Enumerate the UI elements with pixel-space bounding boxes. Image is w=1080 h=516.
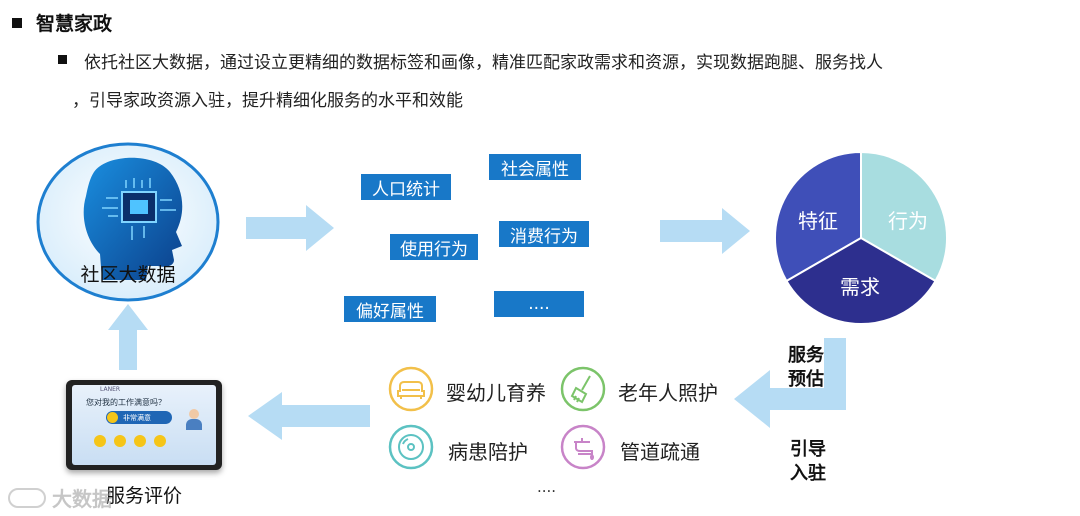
screen-header: LANER [100, 386, 121, 393]
smiley-icon [107, 412, 118, 423]
sofa-icon [388, 366, 434, 412]
watermark-text: 大数据 [52, 487, 112, 511]
tag-more: .... [494, 291, 584, 317]
pie-label-behavior: 行为 [888, 209, 928, 233]
service-elderly-care: 老年人照护 [618, 381, 718, 405]
description-line-2: ，引导家政资源入驻，提升精细化服务的水平和效能 [72, 91, 463, 111]
evaluation-screen-inner: LANER 您对我的工作满意吗？ 非常满意 [72, 385, 216, 465]
evaluation-screen: LANER 您对我的工作满意吗？ 非常满意 [66, 380, 222, 470]
disc-icon [388, 424, 434, 470]
selected-rating-label: 非常满意 [123, 413, 151, 422]
sub-bullet [58, 55, 67, 64]
services-more: .... [537, 478, 557, 496]
watermark-logo-icon [8, 487, 46, 508]
rating-options [94, 435, 166, 447]
screen-question: 您对我的工作满意吗？ [86, 398, 166, 407]
community-big-data-label: 社区大数据 [80, 264, 176, 286]
data-head-icon [36, 142, 220, 302]
arrow-left [248, 392, 370, 440]
watermark: 大数据 [8, 483, 112, 512]
tag-social-attributes: 社会属性 [489, 154, 581, 180]
evaluation-label: 服务评价 [106, 485, 183, 507]
rating-face-icon [134, 435, 146, 447]
arrow-right-1 [246, 205, 334, 251]
rating-face-icon [154, 435, 166, 447]
pie-slice-demand [785, 236, 937, 326]
tag-population-stats: 人口统计 [361, 174, 451, 200]
tag-consumption-behavior: 消费行为 [499, 221, 589, 247]
guide-enter-label: 引导 入驻 [790, 439, 826, 484]
arrow-up [108, 304, 148, 370]
service-infant-care: 婴幼儿育养 [446, 381, 546, 405]
pie-label-feature: 特征 [798, 209, 838, 233]
community-big-data-node: 社区大数据 [36, 142, 220, 302]
selected-rating: 非常满意 [106, 411, 172, 424]
rating-face-icon [94, 435, 106, 447]
heading-bullet [12, 18, 22, 28]
tag-usage-behavior: 使用行为 [390, 234, 478, 260]
service-estimate-label: 服务 预估 [788, 345, 824, 390]
rating-face-icon [114, 435, 126, 447]
pie-slice-behavior [860, 150, 949, 283]
tag-preference-attributes: 偏好属性 [344, 296, 436, 322]
arrow-down-left [734, 338, 846, 428]
broom-icon [560, 366, 606, 412]
faucet-icon [560, 424, 606, 470]
arrow-right-2 [660, 208, 750, 254]
service-patient-care: 病患陪护 [448, 440, 528, 464]
profile-pie: 特征 行为 需求 [773, 150, 949, 326]
service-pipe-dredging: 管道疏通 [620, 440, 700, 464]
staff-avatar [186, 409, 202, 431]
page-title: 智慧家政 [36, 13, 113, 35]
pie-label-demand: 需求 [840, 275, 880, 299]
description-line-1: 依托社区大数据，通过设立更精细的数据标签和画像，精准匹配家政需求和资源，实现数据… [84, 53, 883, 73]
pie-slice-feature [773, 150, 862, 283]
